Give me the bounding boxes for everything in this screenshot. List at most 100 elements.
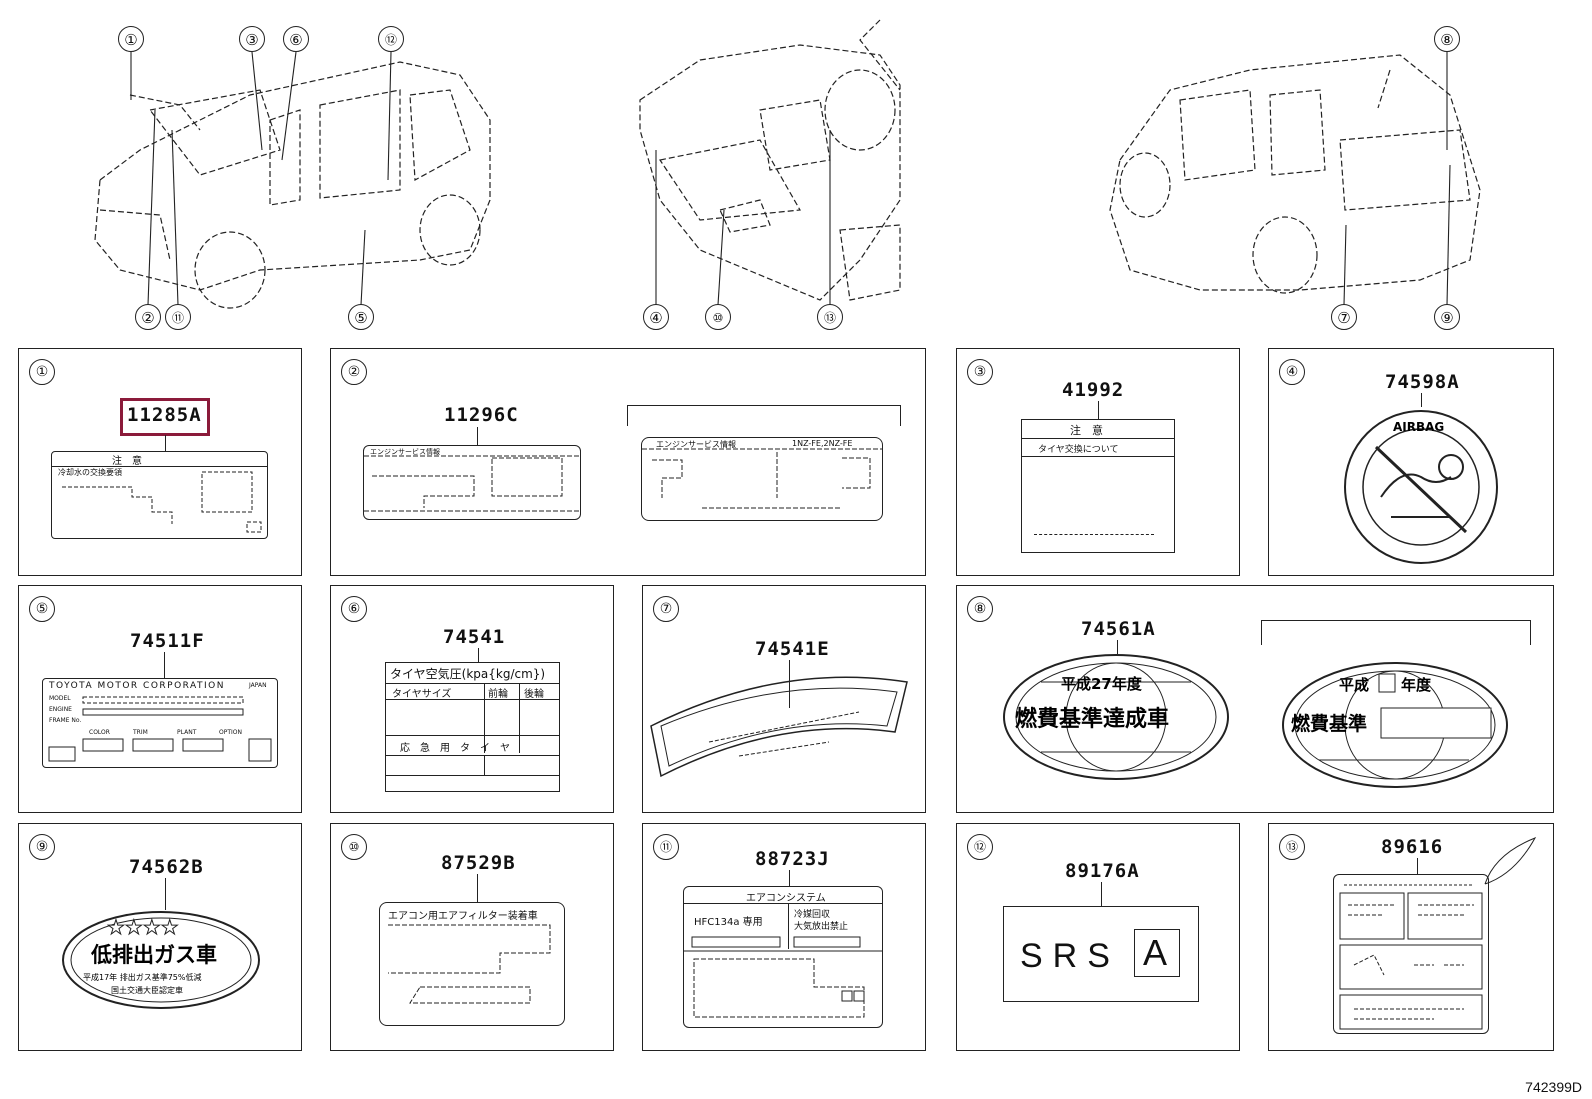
fuel-economy-sticker-b: 平成 年度 燃費基準 [1282, 662, 1508, 788]
label-graphic [1339, 884, 1483, 1030]
engine-service-label-a: エンジンサービス情報 [363, 445, 581, 520]
part-number[interactable]: 11285A [127, 404, 202, 426]
panel-number: ⑨ [29, 834, 55, 860]
coolant-caution-label: 注 意 冷却水の交換要領 [51, 451, 268, 539]
tire-exchange-text: タイヤ交換について [1038, 445, 1119, 455]
panel-10[interactable]: ⑩ 87529B エアコン用エアフィルター装着車 [330, 823, 614, 1051]
instruction-label [1333, 874, 1489, 1034]
color-text: COLOR [89, 729, 110, 736]
airbag-text: AIRBAG [1393, 420, 1444, 434]
panel-number: ⑪ [653, 834, 679, 860]
panel-4[interactable]: ④ 74598A AIRBAG [1268, 348, 1554, 576]
emission-standard-text: 平成17年 排出ガス基準75%低減 [83, 972, 202, 982]
star-rating: ★★★★ [107, 915, 179, 939]
panel-number: ③ [967, 359, 993, 385]
airbag-warning-sticker: AIRBAG [1344, 410, 1498, 564]
engine-service-heading: エンジンサービス情報 [370, 448, 440, 456]
panel-9[interactable]: ⑨ 74562B ★★★★ 低排出ガス車 平成17年 排出ガス基準75%低減 国… [18, 823, 302, 1051]
callout-6: ⑥ [283, 26, 309, 52]
panel-number: ⑤ [29, 596, 55, 622]
label-graphic [364, 455, 580, 512]
country-text: JAPAN [249, 682, 267, 689]
coolant-text: 冷却水の交換要領 [58, 468, 122, 477]
part-number[interactable]: 74561A [1081, 618, 1156, 640]
tire-pressure-label: タイヤ空気圧(kpa{kg/cm}) タイヤサイズ 前輪 後輪 応 急 用 タ … [385, 662, 560, 792]
part-number[interactable]: 74541E [755, 638, 830, 660]
part-number[interactable]: 74598A [1385, 371, 1460, 393]
panel-11[interactable]: ⑪ 88723J エアコンシステム HFC134a 専用 冷媒回収 大気放出禁止 [642, 823, 926, 1051]
panel-8[interactable]: ⑧ 74561A 平成27年度 燃費基準達成車 平成 年度 燃費基準 [956, 585, 1554, 813]
panel-1[interactable]: ① 11285A 注 意 冷却水の交換要領 [18, 348, 302, 576]
caution-heading: 注 意 [1070, 424, 1103, 437]
certified-text: 国土交通大臣認定車 [111, 985, 183, 995]
callout-2: ② [135, 304, 161, 330]
callout-9: ⑨ [1434, 304, 1460, 330]
callout-13: ⑬ [817, 304, 843, 330]
panel-number: ① [29, 359, 55, 385]
vehicle-id-plate: TOYOTA MOTOR CORPORATION JAPAN MODEL ENG… [42, 678, 278, 768]
part-number[interactable]: 11296C [444, 404, 519, 426]
no-release-text: 大気放出禁止 [794, 922, 849, 932]
plate-graphic [48, 696, 272, 762]
panel-12[interactable]: ⑫ 89176A SRS A [956, 823, 1240, 1051]
year-text-b2: 年度 [1401, 676, 1432, 694]
plant-text: PLANT [177, 729, 197, 736]
rear-wheel-text: 後輪 [524, 689, 544, 700]
low-emission-text: 低排出ガス車 [90, 943, 217, 967]
callout-11: ⑪ [165, 304, 191, 330]
callout-7: ⑦ [1331, 304, 1357, 330]
trim-text: TRIM [133, 729, 148, 736]
front-wheel-text: 前輪 [488, 689, 508, 700]
part-number[interactable]: 87529B [441, 852, 516, 874]
frame-text: FRAME No. [49, 717, 82, 724]
label-graphic [684, 936, 882, 1018]
ac-filter-text: エアコン用エアフィルター装着車 [388, 911, 538, 922]
panel-number: ④ [1279, 359, 1305, 385]
tire-pressure-heading: タイヤ空気圧(kpa{kg/cm}) [390, 667, 546, 681]
panel-2[interactable]: ② 11296C エンジンサービス情報 エンジンサービス情報 1NZ-FE,2N… [330, 348, 926, 576]
engine-service-label-b: エンジンサービス情報 1NZ-FE,2NZ-FE [641, 437, 883, 521]
panel-6[interactable]: ⑥ 74541 タイヤ空気圧(kpa{kg/cm}) タイヤサイズ 前輪 後輪 … [330, 585, 614, 813]
windshield-label [650, 676, 908, 778]
vehicle-drawings-svg [94, 19, 1481, 309]
part-number[interactable]: 74511F [130, 630, 205, 652]
label-graphic [388, 924, 551, 1004]
selected-part-highlight [120, 398, 210, 436]
callout-1: ① [118, 26, 144, 52]
tire-size-text: タイヤサイズ [392, 689, 452, 700]
panel-13[interactable]: ⑬ 89616 [1268, 823, 1554, 1051]
refrigerant-text: HFC134a 専用 [694, 917, 763, 928]
engine-service-heading-b: エンジンサービス情報 [656, 440, 736, 449]
fuel-standard-text-b: 燃費基準 [1291, 712, 1367, 735]
ac-system-heading: エアコンシステム [746, 893, 826, 904]
panel-7[interactable]: ⑦ 74541E [642, 585, 926, 813]
part-number[interactable]: 74541 [443, 626, 506, 648]
vehicle-drawings: ① ③ ⑥ ⑫ ⑧ ② ⑪ ⑤ ④ ⑩ ⑬ ⑦ ⑨ [0, 0, 1592, 340]
part-number[interactable]: 74562B [129, 856, 204, 878]
engine-text: ENGINE [49, 706, 72, 713]
callout-8: ⑧ [1434, 26, 1460, 52]
callout-4: ④ [643, 304, 669, 330]
panel-number: ⑩ [341, 834, 367, 860]
part-number[interactable]: 88723J [755, 848, 830, 870]
part-number[interactable]: 41992 [1062, 379, 1125, 401]
panel-3[interactable]: ③ 41992 注 意 タイヤ交換について [956, 348, 1240, 576]
panel-number: ⑫ [967, 834, 993, 860]
panel-number: ② [341, 359, 367, 385]
callout-3: ③ [239, 26, 265, 52]
fuel-economy-sticker-a: 平成27年度 燃費基準達成車 [1003, 654, 1229, 780]
spare-tire-text: 応 急 用 タ イ ヤ [400, 743, 510, 754]
ac-filter-label: エアコン用エアフィルター装着車 [379, 902, 565, 1026]
tire-caution-label: 注 意 タイヤ交換について [1021, 419, 1175, 553]
panel-number: ⑥ [341, 596, 367, 622]
label-graphic [62, 471, 262, 533]
part-number[interactable]: 89616 [1381, 836, 1444, 858]
ac-system-label: エアコンシステム HFC134a 専用 冷媒回収 大気放出禁止 [683, 886, 883, 1028]
low-emission-sticker: ★★★★ 低排出ガス車 平成17年 排出ガス基準75%低減 国土交通大臣認定車 [62, 911, 260, 1009]
panel-5[interactable]: ⑤ 74511F TOYOTA MOTOR CORPORATION JAPAN … [18, 585, 302, 813]
caution-heading: 注 意 [112, 456, 142, 467]
label-graphic [642, 448, 882, 509]
option-text: OPTION [219, 729, 242, 736]
srs-letter: A [1143, 932, 1168, 973]
part-number[interactable]: 89176A [1065, 860, 1140, 882]
